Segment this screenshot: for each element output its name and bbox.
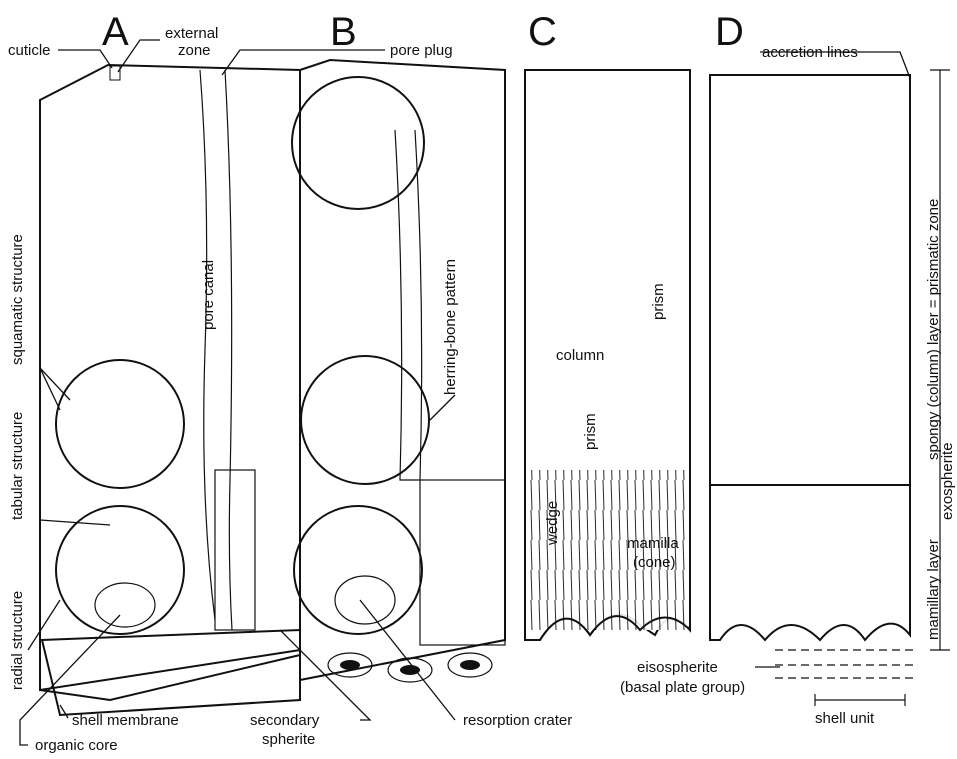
label-mamillary-layer: mamillary layer bbox=[925, 539, 942, 640]
label-cone: (cone) bbox=[633, 554, 676, 571]
label-column: column bbox=[556, 347, 604, 364]
pore-plug-circle bbox=[292, 77, 424, 209]
label-radial: radial structure bbox=[9, 591, 26, 690]
radial-circle bbox=[56, 506, 184, 634]
panel-a-block bbox=[40, 65, 300, 715]
label-tabular: tabular structure bbox=[9, 412, 26, 520]
panel-label-b: B bbox=[330, 10, 357, 54]
panel-label-d: D bbox=[715, 10, 744, 54]
leader-lines bbox=[20, 40, 910, 745]
label-herring-bone: herring-bone pattern bbox=[442, 259, 459, 395]
label-mamilla: mamilla bbox=[627, 535, 679, 552]
label-organic-core: organic core bbox=[35, 737, 118, 754]
squamatic-circle bbox=[56, 360, 184, 488]
label-shell-membrane: shell membrane bbox=[72, 712, 179, 729]
label-pore-plug: pore plug bbox=[390, 42, 453, 59]
basal-dashes bbox=[775, 650, 915, 678]
label-wedge: wedge bbox=[544, 501, 561, 546]
organic-core-mark bbox=[95, 583, 155, 627]
panel-label-c: C bbox=[528, 10, 557, 54]
label-prism-lower: prism bbox=[582, 413, 599, 450]
label-external: external bbox=[165, 25, 218, 42]
label-spherite: spherite bbox=[262, 731, 315, 748]
label-squamatic: squamatic structure bbox=[9, 234, 26, 365]
shell-unit-bar bbox=[815, 694, 905, 706]
label-zone: zone bbox=[178, 42, 211, 59]
label-basal-plate: (basal plate group) bbox=[620, 679, 745, 696]
label-accretion-lines: accretion lines bbox=[762, 44, 858, 61]
panel-d-column bbox=[710, 75, 910, 640]
panel-label-a: A bbox=[102, 10, 129, 54]
label-cuticle: cuticle bbox=[8, 42, 51, 59]
label-secondary: secondary bbox=[250, 712, 320, 729]
label-prism-upper: prism bbox=[650, 283, 667, 320]
panel-b-block bbox=[300, 60, 505, 682]
resorption-circle bbox=[294, 506, 422, 634]
herring-bone-circle bbox=[301, 356, 429, 484]
label-pore-canal: pore canal bbox=[200, 260, 217, 330]
label-spongy-layer: spongy (column) layer = prismatic zone bbox=[925, 199, 942, 460]
label-shell-unit: shell unit bbox=[815, 710, 875, 727]
label-eisospherite: eisospherite bbox=[637, 659, 718, 676]
label-resorption-crater: resorption crater bbox=[463, 712, 572, 729]
label-exosphere: exospherite bbox=[939, 442, 956, 520]
